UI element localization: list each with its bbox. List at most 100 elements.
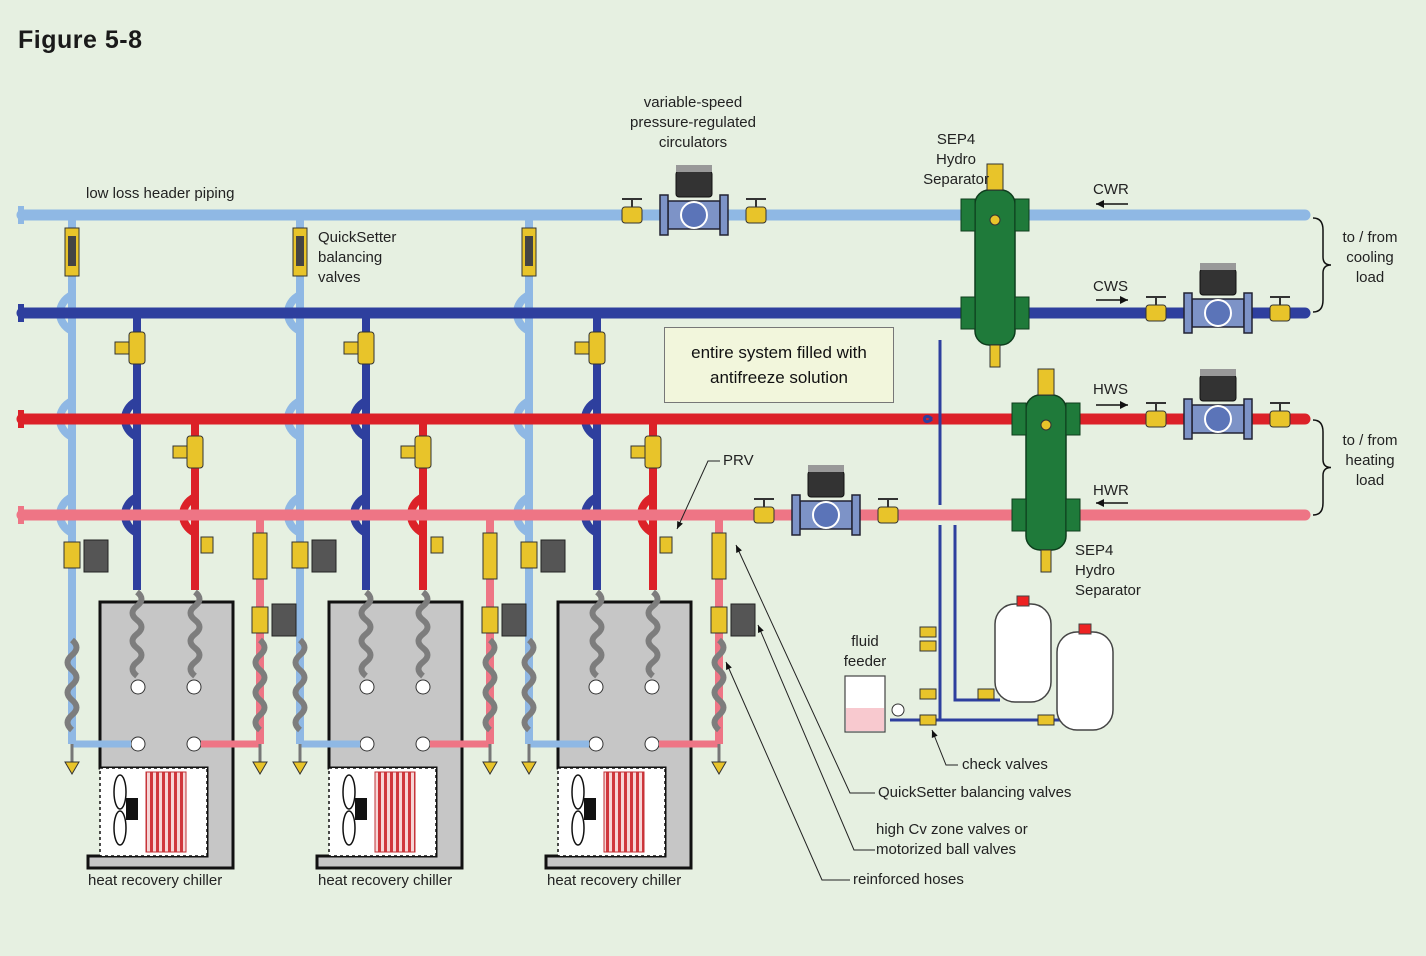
pump-volute: [812, 501, 840, 529]
heat-recovery-chiller: [315, 600, 464, 870]
drain-valve: [711, 761, 727, 775]
check-valve: [977, 688, 995, 700]
zone-valve: [186, 435, 204, 469]
isolation-valve: [1269, 410, 1291, 428]
pump-flange: [1183, 398, 1193, 440]
fan-blade: [571, 810, 585, 846]
flow-arrowhead: [1096, 200, 1104, 208]
sep4-bottom-label: SEP4 Hydro Separator: [1075, 542, 1141, 599]
separator-flange: [1014, 296, 1030, 330]
separator-flange: [1065, 402, 1081, 436]
heating-load-label: to / from heating load: [1342, 432, 1398, 489]
leader-line: [676, 460, 720, 530]
zone-valve: [644, 435, 662, 469]
pump-flange: [1243, 398, 1253, 440]
feeder-fluid: [846, 708, 884, 731]
drain-valve: [482, 761, 498, 775]
reinforced-hose: [521, 637, 537, 733]
chiller-3-label: heat recovery chiller: [547, 872, 682, 889]
motorized-valve: [481, 606, 499, 634]
air-vent: [1037, 368, 1055, 396]
purge-valve: [574, 341, 590, 355]
chiller-port: [130, 679, 146, 695]
leader-arrowhead: [726, 662, 732, 670]
condenser-coil: [603, 771, 645, 853]
valve-actuator: [540, 539, 566, 573]
sep4-top-label: SEP4 Hydro Separator: [923, 131, 989, 188]
reinforced-hoses-label: reinforced hoses: [853, 871, 964, 888]
quicksetter-valves-label: QuickSetter balancing valves: [878, 784, 1072, 801]
pump-motor-cap: [1200, 369, 1236, 376]
tank-valve: [1078, 623, 1092, 635]
circulators-label: variable-speed pressure-regulated circul…: [630, 94, 756, 151]
pressure-gauge: [891, 703, 905, 717]
check-valve: [919, 688, 937, 700]
valve-actuator: [311, 539, 337, 573]
pump-motor-cap: [808, 465, 844, 472]
drain-valve: [989, 344, 1001, 368]
circulator-pump: [791, 465, 861, 536]
isolation-valve: [745, 206, 767, 224]
quicksetter-sight: [296, 236, 304, 266]
drain-valve: [252, 761, 268, 775]
pump-flange: [659, 194, 669, 236]
leader-line: [735, 544, 875, 794]
tank-valve: [1016, 595, 1030, 607]
motorized-valve: [710, 606, 728, 634]
purge-valve: [172, 445, 188, 459]
chiller-port: [359, 736, 375, 752]
separator-flange: [960, 296, 976, 330]
flow-arrowhead: [1096, 499, 1104, 507]
pump-motor-cap: [676, 165, 712, 172]
purge-valve: [343, 341, 359, 355]
sep4-separator-top: [960, 163, 1030, 368]
reinforced-hose: [64, 637, 80, 733]
isolation-valve: [1145, 304, 1167, 322]
fan-blade: [113, 774, 127, 810]
motorized-valve: [291, 541, 309, 569]
fan-motor: [126, 798, 138, 820]
valve-actuator: [271, 603, 297, 637]
quicksetter-valve: [482, 532, 498, 580]
cooling-load-label: to / from cooling load: [1342, 229, 1398, 286]
cwr-label: CWR: [1093, 181, 1129, 198]
separator-flange: [960, 198, 976, 232]
fan-blade: [571, 774, 585, 810]
pump-volute: [680, 201, 708, 229]
pressure-relief-valve: [200, 536, 214, 554]
circulator-pump: [659, 165, 729, 236]
drain-valve: [521, 761, 537, 775]
motorized-valve: [251, 606, 269, 634]
quicksetter-valve: [252, 532, 268, 580]
chiller-port: [415, 679, 431, 695]
reinforced-hose: [187, 589, 203, 679]
pump-flange: [851, 494, 861, 536]
pressure-relief-valve: [430, 536, 444, 554]
separator-flange: [1011, 498, 1027, 532]
zone-valve: [414, 435, 432, 469]
chiller-port: [359, 679, 375, 695]
isolation-valve: [753, 506, 775, 524]
chiller-port: [588, 736, 604, 752]
zone-valves-label: high Cv zone valves or motorized ball va…: [876, 821, 1028, 858]
chiller-1-label: heat recovery chiller: [88, 872, 223, 889]
check-valves-label: check valves: [962, 756, 1048, 773]
reinforced-hose: [645, 589, 661, 679]
flow-arrowhead: [1120, 296, 1128, 304]
leader-arrowhead: [677, 521, 683, 529]
expansion-tank: [1056, 631, 1114, 731]
fan-motor: [584, 798, 596, 820]
pump-volute: [1204, 405, 1232, 433]
quicksetter-sight: [525, 236, 533, 266]
figure-title: Figure 5-8: [18, 26, 143, 54]
zone-valve: [128, 331, 146, 365]
reinforced-hose: [415, 589, 431, 679]
leader-arrowhead: [931, 730, 938, 738]
separator-body: [1025, 394, 1067, 551]
valve-actuator: [501, 603, 527, 637]
pump-motor: [675, 170, 713, 198]
header-cap: [18, 304, 24, 322]
pump-motor-cap: [1200, 263, 1236, 270]
fluid-feeder-label: fluid feeder: [843, 633, 887, 670]
